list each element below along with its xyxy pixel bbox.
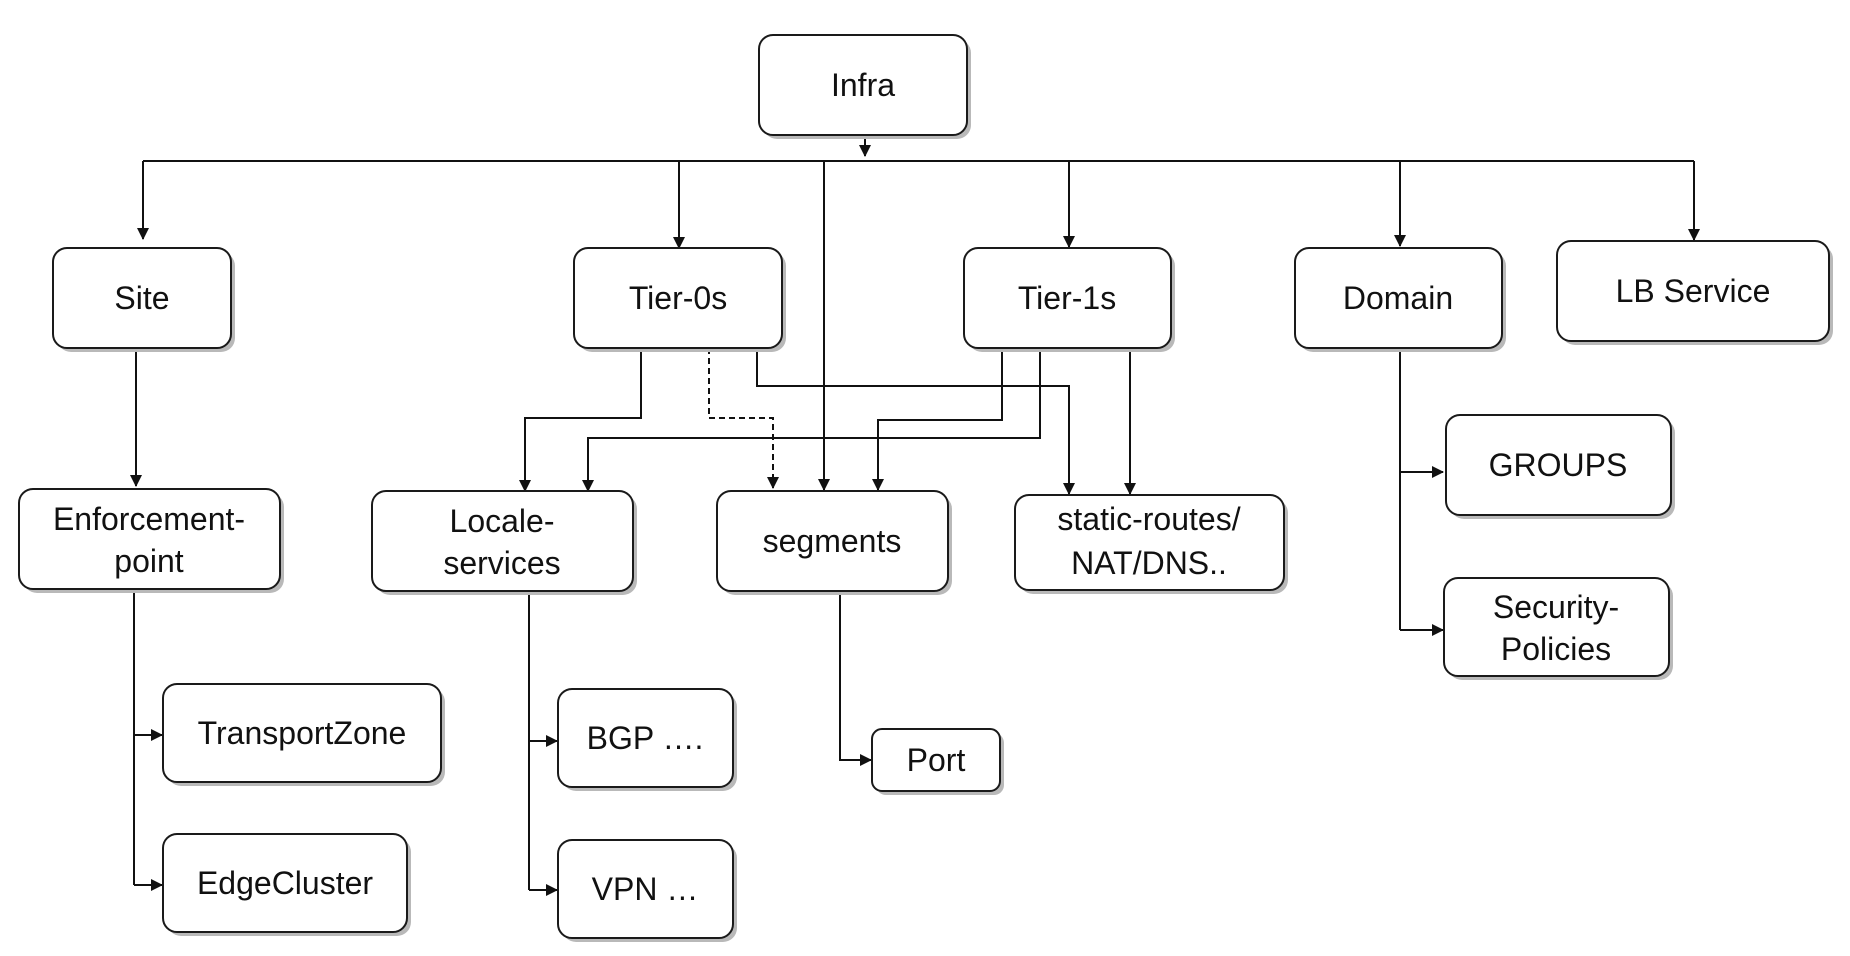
node-vpn: VPN … [557, 839, 737, 942]
node-site-label: Site [114, 280, 169, 316]
node-static-routes-label-line1: static-routes/ [1057, 501, 1240, 537]
node-transportzone: TransportZone [162, 683, 445, 786]
edge-segments-to-port [839, 592, 872, 766]
node-enforcement-point-label-line2: point [114, 543, 184, 579]
node-tier1s-label: Tier-1s [1018, 280, 1116, 316]
edge-tier0s-to-locale-services [519, 350, 642, 492]
node-domain-label: Domain [1343, 280, 1453, 316]
node-edgecluster-label: EdgeCluster [197, 865, 373, 901]
node-infra: Infra [758, 34, 971, 139]
connector-lines [130, 136, 1700, 896]
node-enforcement-point: Enforcement- point [18, 488, 284, 593]
node-locale-services: Locale- services [371, 490, 637, 595]
node-port-label: Port [907, 742, 966, 778]
node-segments: segments [716, 490, 952, 595]
edge-tier1s-to-segments [872, 346, 1003, 491]
edge-tier0s-to-segments-dashed [708, 348, 779, 489]
node-edgecluster: EdgeCluster [162, 833, 411, 936]
node-lb-service: LB Service [1556, 240, 1833, 345]
node-groups-label: GROUPS [1489, 447, 1628, 483]
edge-tier0s-to-static-routes [756, 350, 1075, 495]
node-enforcement-point-label-line1: Enforcement- [53, 501, 245, 537]
node-vpn-label: VPN … [592, 871, 699, 907]
node-tier0s-label: Tier-0s [629, 280, 727, 316]
node-bgp: BGP …. [557, 688, 737, 791]
node-transportzone-label: TransportZone [198, 715, 407, 751]
node-lb-service-label: LB Service [1616, 273, 1771, 309]
node-bgp-label: BGP …. [587, 720, 704, 756]
node-static-routes: static-routes/ NAT/DNS.. [1014, 494, 1288, 594]
node-site: Site [52, 247, 235, 352]
node-port: Port [871, 728, 1004, 795]
edge-tier1s-to-locale-services [582, 352, 1041, 492]
node-infra-label: Infra [831, 67, 895, 103]
node-locale-services-label-line2: services [443, 545, 560, 581]
node-groups: GROUPS [1445, 414, 1675, 519]
node-tier0s: Tier-0s [573, 247, 786, 352]
node-segments-label: segments [763, 523, 902, 559]
node-domain: Domain [1294, 247, 1506, 352]
node-tier1s: Tier-1s [963, 247, 1175, 352]
node-security-policies: Security- Policies [1443, 577, 1673, 680]
node-security-policies-label-line2: Policies [1501, 631, 1611, 667]
node-security-policies-label-line1: Security- [1493, 589, 1619, 625]
diagram-nodes: Infra Site Tier-0s Tier-1s Domain LB Ser… [18, 34, 1833, 942]
node-static-routes-label-line2: NAT/DNS.. [1071, 545, 1227, 581]
node-locale-services-label-line1: Locale- [450, 503, 555, 539]
